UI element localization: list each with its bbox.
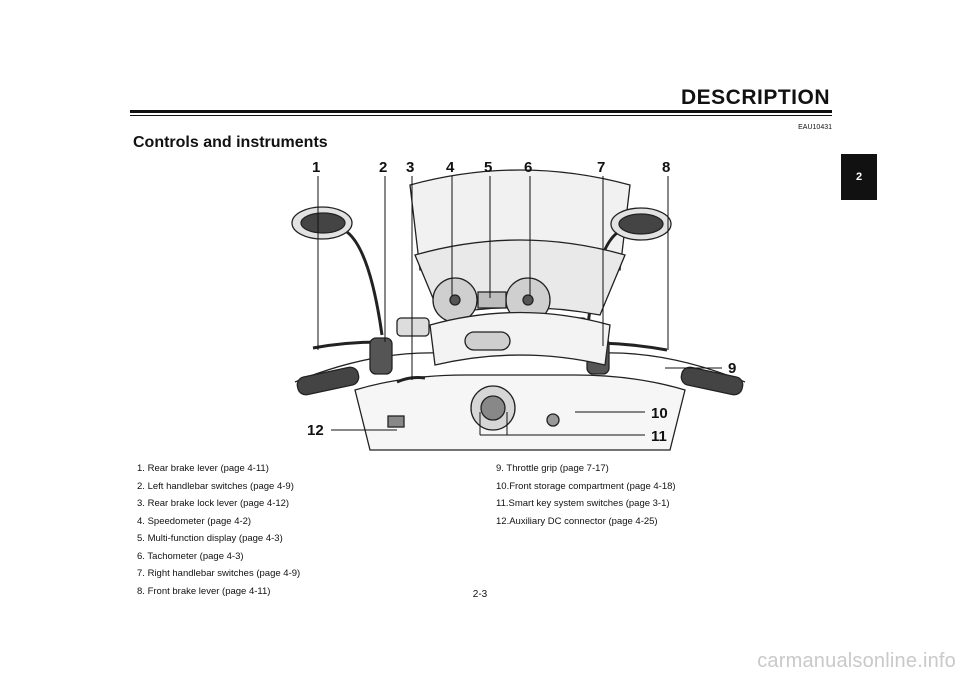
header-title: DESCRIPTION <box>680 86 830 109</box>
header-rule-thick <box>130 110 832 113</box>
front-storage-button <box>546 413 560 427</box>
callout-6: 6 <box>524 159 532 176</box>
legend-item: 9. Throttle grip (page 7-17) <box>496 463 609 474</box>
callout-3: 3 <box>406 159 414 176</box>
watermark: carmanualsonline.info <box>757 650 956 672</box>
legend-item: 7. Right handlebar switches (page 4-9) <box>137 568 301 579</box>
legend-item: 5. Multi-function display (page 4-3) <box>137 533 283 544</box>
callout-7: 7 <box>597 159 605 176</box>
cover-emblem <box>464 331 511 351</box>
callout-8: 8 <box>662 159 670 176</box>
dc-connector <box>387 415 405 428</box>
legend-item: 10.Front storage compartment (page 4-18) <box>496 480 676 492</box>
callout-1: 1 <box>312 159 320 176</box>
callout-10: 10 <box>651 405 668 422</box>
callout-2: 2 <box>379 159 387 176</box>
lock-lever <box>396 376 426 384</box>
legend-item: 1. Rear brake lever (page 4-11) <box>137 463 269 474</box>
doc-code: EAU10431 <box>798 124 832 131</box>
left-mirror-stem <box>346 230 384 336</box>
legend-item: 2. Left handlebar switches (page 4-9) <box>137 480 294 492</box>
page-number: 2-3 <box>472 589 488 600</box>
right-mirror-glass <box>618 213 664 235</box>
right-brake-lever <box>599 341 668 352</box>
callout-4: 4 <box>446 159 455 176</box>
legend-item: 8. Front brake lever (page 4-11) <box>137 585 271 597</box>
legend-item: 4. Speedometer (page 4-2) <box>137 515 252 527</box>
controls-illustration: 1 2 3 4 5 6 7 8 9 10 11 12 <box>291 159 746 451</box>
left-mirror-glass <box>300 212 346 234</box>
left-reservoir <box>396 317 430 337</box>
callout-9: 9 <box>728 360 736 377</box>
left-switch-housing <box>369 337 393 375</box>
left-grip <box>296 366 360 396</box>
legend-right: 9. Throttle grip (page 7-17) 10.Front st… <box>496 460 816 530</box>
legend-left: 1. Rear brake lever (page 4-11) 2. Left … <box>137 460 467 600</box>
chapter-tab[interactable]: 2 <box>841 154 877 200</box>
legend-item: 3. Rear brake lock lever (page 4-12) <box>137 498 290 509</box>
legend-item: 12.Auxiliary DC connector (page 4-25) <box>496 515 658 527</box>
handlebar-cover <box>429 311 611 366</box>
header-rule-thin <box>130 115 832 116</box>
callout-5: 5 <box>484 159 492 176</box>
body-panel <box>354 374 686 451</box>
legend-item: 6. Tachometer (page 4-3) <box>137 550 244 562</box>
callout-11: 11 <box>651 428 667 445</box>
right-grip <box>680 366 744 396</box>
callout-12: 12 <box>307 422 324 439</box>
multi-function-display <box>477 291 507 309</box>
section-title: Controls and instruments <box>133 134 328 151</box>
legend-item: 11.Smart key system switches (page 3-1) <box>496 498 670 509</box>
